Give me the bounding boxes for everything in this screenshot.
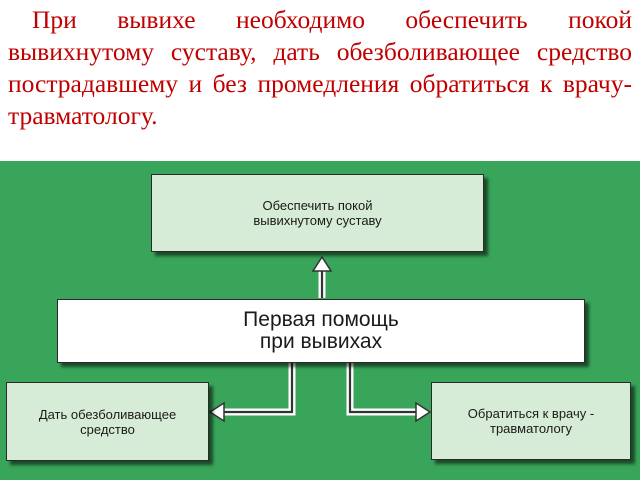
arrow-to-top-box <box>311 255 333 298</box>
center-box-line1: Первая помощь <box>243 308 399 331</box>
diagram-panel: Обеспечить покой вывихнутому суставу Пер… <box>0 161 640 480</box>
right-box-line2: травматологу <box>489 421 572 436</box>
connector-arrows <box>208 255 432 423</box>
arrow-to-right-box <box>346 363 432 423</box>
top-box-line1: Обеспечить покой <box>262 198 373 213</box>
top-box: Обеспечить покой вывихнутому суставу <box>151 174 484 252</box>
left-box: Дать обезболивающее средство <box>6 382 209 461</box>
top-box-line2: вывихнутому суставу <box>253 213 382 228</box>
slide-text-content: При вывихе необходимо обеспечить покой в… <box>8 5 632 130</box>
left-box-line1: Дать обезболивающее <box>38 406 177 422</box>
left-box-line2: средство <box>80 421 135 437</box>
slide-text: При вывихе необходимо обеспечить покой в… <box>8 4 632 132</box>
right-box: Обратиться к врачу - травматологу <box>431 382 631 460</box>
center-box-line2: при вывихах <box>259 330 383 353</box>
right-box-line1: Обратиться к врачу - <box>467 406 595 421</box>
center-box: Первая помощь при вывихах <box>57 299 585 363</box>
arrow-to-left-box <box>208 363 296 423</box>
